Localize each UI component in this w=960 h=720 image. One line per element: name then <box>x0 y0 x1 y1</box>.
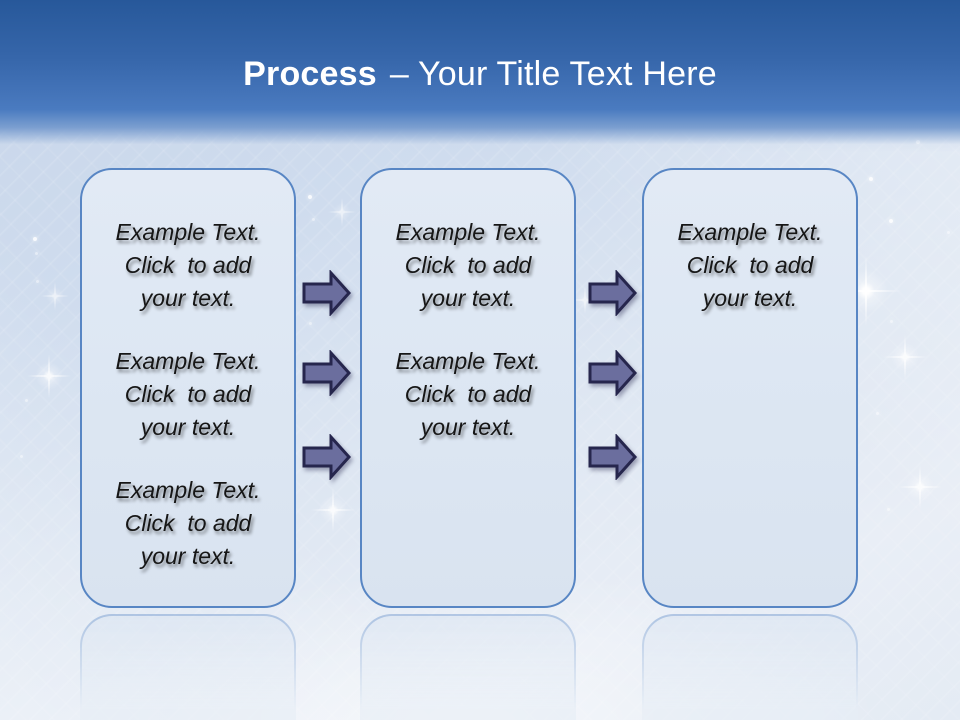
sparkle-dot <box>887 508 890 511</box>
sparkle-dot <box>889 219 893 223</box>
right-arrow-icon[interactable] <box>588 270 638 316</box>
panel-reflection <box>360 614 576 720</box>
sparkle-dot <box>312 218 315 221</box>
sparkle <box>311 488 355 532</box>
sparkle <box>898 465 942 509</box>
sparkle <box>883 335 927 379</box>
title-text: – Your Title Text Here <box>389 55 717 93</box>
sparkle <box>328 198 356 226</box>
text-placeholder[interactable]: Example Text. Click to add your text. <box>115 219 261 311</box>
header-band <box>0 0 960 152</box>
sparkle <box>27 354 71 398</box>
slide-title-placeholder[interactable]: Process – Your Title Text Here <box>0 52 960 96</box>
panel-reflection <box>642 614 858 720</box>
sparkle-dot <box>869 177 873 181</box>
panel-reflection <box>80 614 296 720</box>
right-arrow-icon[interactable] <box>588 434 638 480</box>
text-placeholder[interactable]: Example Text. Click to add your text. <box>395 219 541 311</box>
text-placeholder[interactable]: Example Text. Click to add your text. <box>115 348 261 440</box>
sparkle-dot <box>876 412 879 415</box>
sparkle-dot <box>309 322 312 325</box>
sparkle-dot <box>36 280 39 283</box>
text-placeholder[interactable]: Example Text. Click to add your text. <box>395 348 541 440</box>
panel-step-1[interactable]: Example Text. Click to add your text. Ex… <box>80 168 296 608</box>
right-arrow-icon[interactable] <box>302 434 352 480</box>
right-arrow-icon[interactable] <box>588 350 638 396</box>
sparkle-dot <box>308 195 312 199</box>
text-placeholder[interactable]: Example Text. Click to add your text. <box>115 477 261 569</box>
sparkle-dot <box>25 399 28 402</box>
sparkle-dot <box>35 252 38 255</box>
sparkle-dot <box>890 320 893 323</box>
sparkle-dot <box>20 455 23 458</box>
text-placeholder[interactable]: Example Text. Click to add your text. <box>677 219 823 311</box>
right-arrow-icon[interactable] <box>302 270 352 316</box>
right-arrow-icon[interactable] <box>302 350 352 396</box>
panel-step-3[interactable]: Example Text. Click to add your text. <box>642 168 858 608</box>
sparkle-dot <box>33 237 37 241</box>
panel-step-2[interactable]: Example Text. Click to add your text. Ex… <box>360 168 576 608</box>
title-keyword: Process <box>243 55 377 93</box>
sparkle-dot <box>947 231 950 234</box>
sparkle <box>41 282 69 310</box>
